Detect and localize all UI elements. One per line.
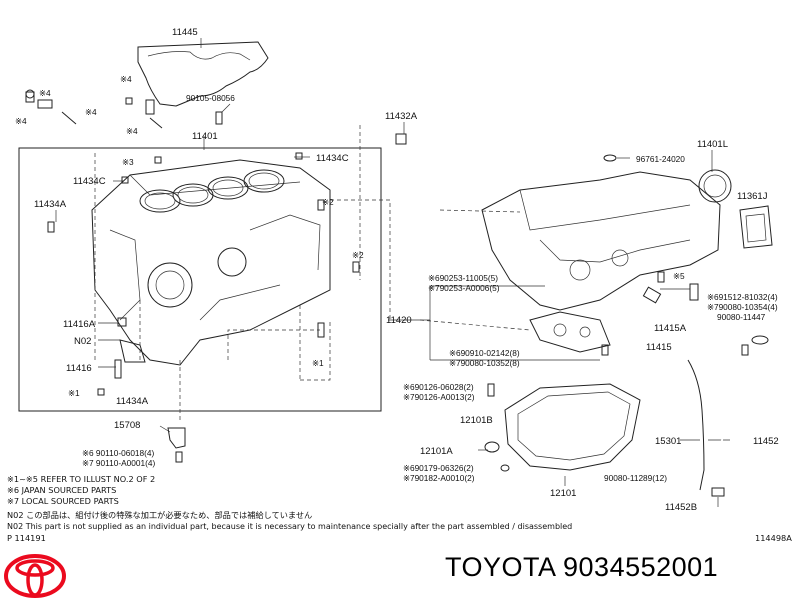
label-90126-a0013: ※790126-A0013(2) (403, 392, 475, 402)
label-12101a: 12101A (420, 446, 453, 457)
label-x4a: ※4 (120, 74, 132, 84)
label-n02: N02 (74, 336, 91, 347)
leader-lines-mid (330, 125, 391, 320)
label-11434a-left: 11434A (34, 199, 67, 210)
engine-block-frame (18, 147, 382, 412)
page-ref: P 114191 (7, 533, 46, 543)
dipstick-assembly (687, 335, 769, 497)
label-11401l: 11401L (697, 139, 728, 150)
label-90179-06326: ※690179-06326(2) (403, 463, 474, 473)
oil-strainer-bracket (167, 427, 186, 449)
note-local: ※7 LOCAL SOURCED PARTS (7, 496, 119, 506)
label-x2b: ※2 (352, 250, 364, 260)
label-15708: 15708 (114, 420, 140, 431)
label-11452: 11452 (753, 436, 779, 447)
head-cover-gasket (137, 41, 269, 107)
toyota-logo-icon (4, 554, 66, 598)
label-90105: 90105-08056 (186, 93, 235, 103)
solid-leaders (55, 38, 730, 507)
lower-oil-pan (484, 383, 641, 472)
label-90182-a0010: ※790182-A0010(2) (403, 473, 475, 483)
note-refer: ※1~※5 REFER TO ILLUST NO.2 OF 2 (7, 474, 155, 484)
label-x3: ※3 (122, 157, 134, 167)
label-11401: 11401 (192, 131, 218, 142)
label-96761: 96761-24020 (636, 154, 685, 164)
label-90110-06018: ※6 90110-06018(4) (82, 448, 155, 458)
label-15301: 15301 (655, 436, 681, 447)
label-12101b: 12101B (460, 415, 493, 426)
o-ring (603, 154, 617, 162)
label-90080-11289: 90080-11289(12) (604, 473, 667, 483)
label-12101: 12101 (550, 488, 576, 499)
figure-ref: 114498A (755, 533, 792, 543)
label-x1a: ※1 (312, 358, 324, 368)
leader-lines-right (419, 209, 531, 331)
label-90080-11447: 90080-11447 (717, 312, 766, 322)
seal-retainer (739, 205, 773, 249)
label-90253-a0006: ※790253-A0006(5) (428, 283, 500, 293)
upper-oil-pan (481, 171, 721, 353)
label-x4e: ※4 (126, 126, 138, 136)
label-x1b: ※1 (68, 388, 80, 398)
label-11415a: 11415A (654, 323, 687, 334)
label-11415: 11415 (646, 342, 672, 353)
label-11434c-right: 11434C (316, 153, 349, 164)
leader-lines-left (94, 150, 331, 420)
part-number-title: TOYOTA 9034552001 (445, 552, 719, 582)
label-11361j: 11361J (737, 191, 768, 202)
label-11445: 11445 (172, 27, 198, 38)
label-90126-06028: ※690126-06028(2) (403, 382, 474, 392)
label-x4c: ※4 (85, 107, 97, 117)
note-n02-en: N02 This part is not supplied as an indi… (7, 522, 572, 531)
cylinder-block (91, 159, 331, 366)
note-japan: ※6 JAPAN SOURCED PARTS (7, 485, 116, 495)
label-90910-02142: ※690910-02142(8) (449, 348, 520, 358)
label-11452b: 11452B (665, 502, 697, 513)
label-11416: 11416 (66, 363, 92, 374)
label-90080-10352: ※790080-10352(8) (449, 358, 520, 368)
label-x4d: ※4 (15, 116, 27, 126)
label-90080-10354: ※790080-10354(4) (707, 302, 778, 312)
label-90253-11005: ※690253-11005(5) (428, 273, 498, 283)
small-parts-right (47, 152, 749, 396)
label-x4b: ※4 (39, 88, 51, 98)
label-90110-a0001: ※7 90110-A0001(4) (82, 458, 155, 468)
label-11420: 11420 (386, 315, 412, 326)
note-n02-jp: N02 この部品は、組付け後の特殊な加工が必要なため、部品では補給していません (7, 510, 312, 520)
label-x2a: ※2 (322, 197, 334, 207)
label-91512-81032: ※691512-81032(4) (707, 292, 778, 302)
label-11416a: 11416A (63, 319, 96, 330)
label-11432a: 11432A (385, 111, 418, 122)
label-x5: ※5 (673, 271, 685, 281)
head-cover-detail (147, 51, 251, 61)
label-11434a-bottom: 11434A (116, 396, 149, 407)
label-11434c-left: 11434C (73, 176, 106, 187)
stud-bolts-top (25, 89, 407, 145)
oil-seal (698, 169, 732, 203)
